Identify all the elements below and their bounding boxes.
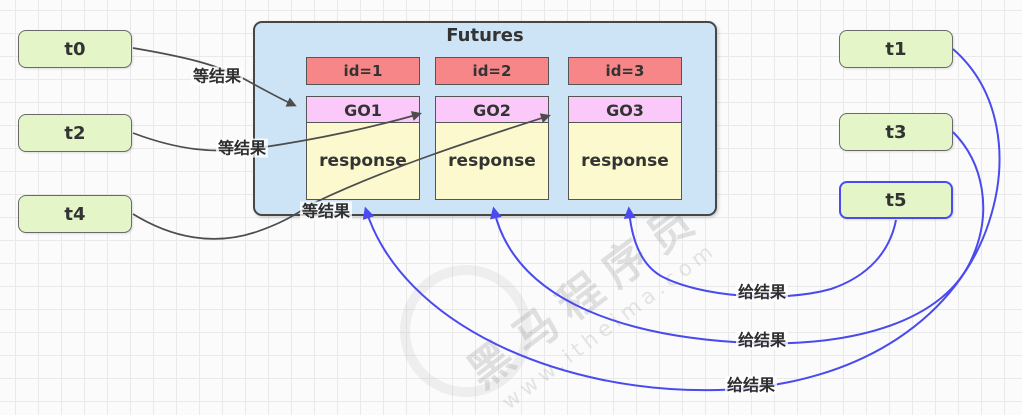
future-response-box: response — [306, 122, 420, 201]
thread-box-t1: t1 — [839, 30, 953, 68]
future-id-box: id=2 — [435, 57, 549, 85]
give-label-2: 给结果 — [735, 330, 789, 350]
wait-label-1: 等结果 — [190, 66, 244, 86]
future-response-box: response — [568, 122, 682, 201]
future-column-1: id=1 GO1 response — [306, 57, 420, 201]
thread-box-t3: t3 — [839, 113, 953, 151]
future-id-box: id=3 — [568, 57, 682, 85]
thread-label: t2 — [64, 122, 86, 144]
watermark-logo-circle — [400, 265, 532, 397]
future-go-box: GO2 — [435, 96, 549, 124]
future-column-3: id=3 GO3 response — [568, 57, 682, 201]
thread-label: t0 — [64, 38, 86, 60]
futures-title: Futures — [446, 25, 524, 46]
give-label-3: 给结果 — [724, 375, 778, 395]
thread-label: t1 — [885, 38, 907, 60]
wait-label-3: 等结果 — [299, 201, 353, 221]
thread-box-t0: t0 — [18, 30, 132, 68]
future-go-box: GO1 — [306, 96, 420, 124]
thread-box-t2: t2 — [18, 114, 132, 152]
thread-label: t4 — [64, 203, 86, 225]
future-response-box: response — [435, 122, 549, 201]
watermark-url: www.itheima.com — [497, 237, 722, 415]
wait-label-2: 等结果 — [215, 138, 269, 158]
thread-label: t3 — [885, 121, 907, 143]
future-column-2: id=2 GO2 response — [435, 57, 549, 201]
future-id-box: id=1 — [306, 57, 420, 85]
give-label-1: 给结果 — [735, 282, 789, 302]
thread-box-t5: t5 — [839, 181, 953, 219]
thread-box-t4: t4 — [18, 195, 132, 233]
thread-label: t5 — [885, 189, 907, 211]
future-go-box: GO3 — [568, 96, 682, 124]
